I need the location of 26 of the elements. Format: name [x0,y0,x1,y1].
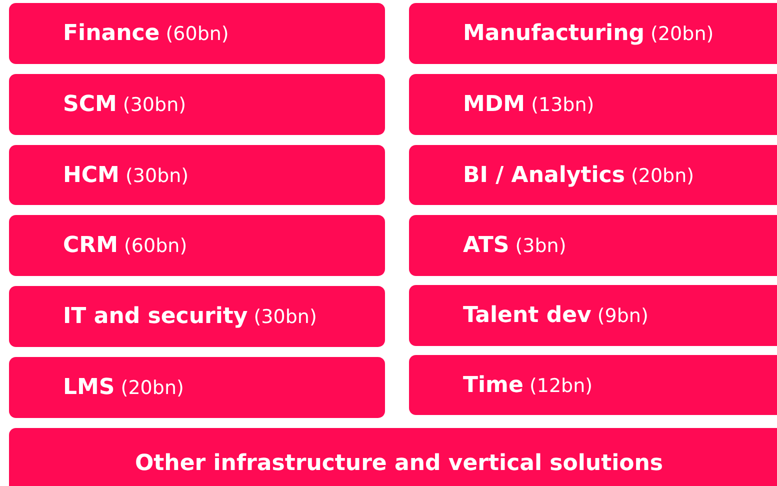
category-label: Talent dev (9bn) [463,303,648,328]
category-label: ATS (3bn) [463,233,566,258]
category-label: SCM (30bn) [63,92,186,117]
category-box [409,215,777,276]
category-box [409,3,777,64]
category-label: Other infrastructure and vertical solutions [134,450,664,476]
category-box [9,286,385,347]
category-label: CRM (60bn) [63,233,188,258]
category-label: Finance (60bn) [63,21,229,46]
category-box [9,3,385,64]
category-box [9,428,777,486]
category-label: HCM (30bn) [63,162,189,188]
category-label: BI / Analytics (20bn) [463,162,694,188]
category-label: Time (12bn) [463,372,593,398]
category-box [409,285,777,346]
category-box [9,215,385,276]
category-box [9,74,385,135]
category-label: Manufacturing (20bn) [463,21,714,46]
category-label: IT and security (30bn) [63,304,317,329]
category-box [9,357,385,418]
category-label: MDM (13bn) [463,92,594,117]
category-box [409,355,777,415]
category-box [409,74,777,135]
category-box [409,145,777,205]
category-label: LMS (20bn) [63,375,184,400]
category-box [9,145,385,205]
